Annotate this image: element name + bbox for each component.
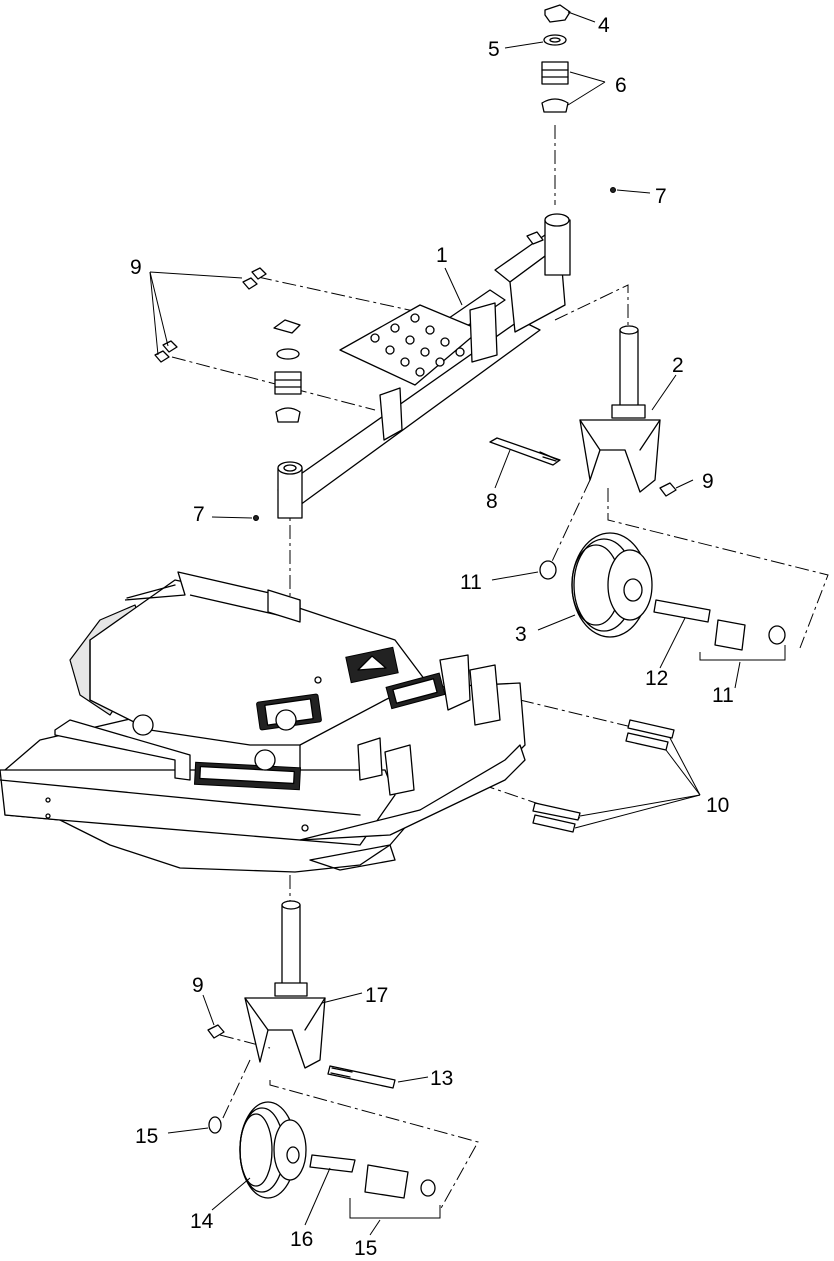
callout-4: 4 [598, 14, 610, 37]
callout-7b: 7 [193, 503, 205, 526]
axle-bushing-lower [309, 1154, 441, 1219]
mower-deck [0, 571, 526, 873]
callout-2: 2 [672, 354, 684, 377]
callout-16: 16 [290, 1228, 313, 1251]
callout-6: 6 [615, 74, 627, 97]
bolts-10 [532, 719, 675, 833]
callout-15a: 15 [135, 1125, 158, 1148]
callout-13: 13 [430, 1067, 453, 1090]
wheel-lower [208, 1101, 307, 1199]
small-hardware [154, 187, 677, 1039]
callout-1: 1 [436, 244, 448, 267]
hitch-frame [277, 213, 571, 519]
bolt-8 [489, 437, 561, 466]
leader-lines [149, 11, 741, 1236]
callout-15b: 15 [354, 1237, 377, 1260]
callout-11a: 11 [460, 571, 482, 594]
callout-9c: 9 [192, 974, 204, 997]
top-hardware-stack [273, 4, 571, 423]
callout-14: 14 [190, 1210, 214, 1233]
callout-labels: 4 5 6 7 1 9 2 9 8 7 11 3 12 11 10 9 17 1… [130, 14, 734, 1260]
callout-9b: 9 [702, 470, 714, 493]
callout-3: 3 [515, 623, 527, 646]
callout-17: 17 [365, 984, 388, 1007]
caster-fork-upper [579, 325, 661, 493]
wheel-upper [539, 532, 653, 638]
callout-11b: 11 [712, 684, 734, 707]
callout-9a: 9 [130, 256, 142, 279]
caster-fork-lower [244, 900, 326, 1069]
callout-7a: 7 [655, 185, 667, 208]
callout-10: 10 [706, 794, 729, 817]
axle-bushing-upper [653, 599, 786, 661]
callout-8: 8 [486, 490, 498, 513]
callout-5: 5 [488, 38, 500, 61]
callout-12: 12 [645, 667, 668, 690]
bolt-13 [327, 1065, 396, 1089]
